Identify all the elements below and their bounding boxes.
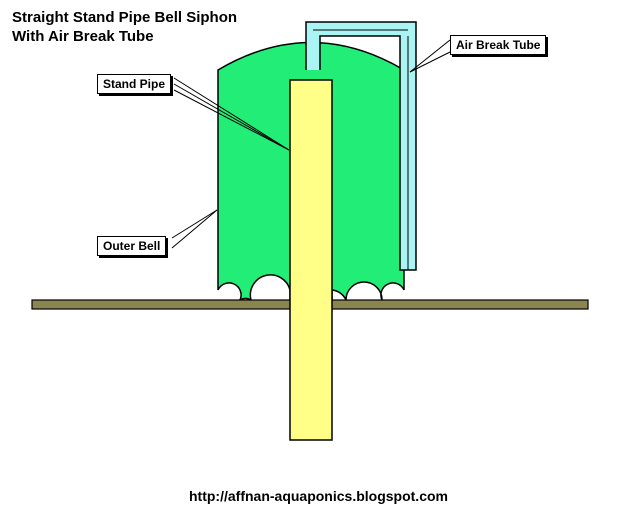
blog-url[interactable]: http://affnan-aquaponics.blogspot.com: [189, 488, 448, 504]
stand-pipe: [289, 79, 333, 441]
outer-bell-callout: Outer Bell: [97, 236, 167, 256]
air-break-tube-callout: Air Break Tube: [450, 35, 547, 55]
stand-pipe-leaders: [173, 77, 290, 151]
title-line-2: With Air Break Tube: [12, 28, 154, 45]
title-line-1: Straight Stand Pipe Bell Siphon: [12, 9, 238, 26]
stand-pipe-callout: Stand Pipe: [97, 74, 172, 94]
air-tube-leaders: [409, 39, 451, 73]
outer-bell-leaders: [171, 209, 218, 249]
